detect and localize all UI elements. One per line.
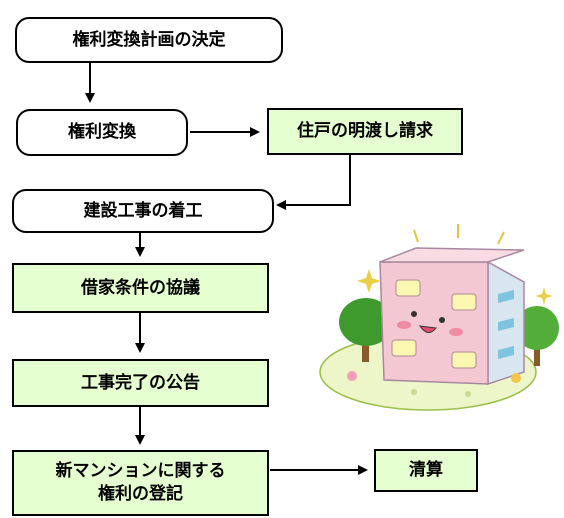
step-label: 工事完了の公告 <box>81 372 200 393</box>
step-lease-terms-negotiation: 借家条件の協議 <box>12 263 269 313</box>
step-label: 借家条件の協議 <box>81 277 200 298</box>
step-rights-conversion: 権利変換 <box>16 109 188 156</box>
step-label: 住戸の明渡し請求 <box>297 121 433 142</box>
step-label: 建設工事の着工 <box>83 200 203 221</box>
step-new-condo-rights-registration: 新マンションに関する 権利の登記 <box>12 450 269 516</box>
step-label-line1: 新マンションに関する <box>55 461 226 482</box>
step-label-line2: 権利の登記 <box>98 484 183 504</box>
step-label: 権利変換 <box>68 122 136 143</box>
step-settlement: 清算 <box>374 449 478 492</box>
step-rights-conversion-plan-decision: 権利変換計画の決定 <box>15 17 283 63</box>
step-label: 権利変換計画の決定 <box>72 29 226 50</box>
step-label: 清算 <box>409 460 443 481</box>
step-construction-start: 建設工事の着工 <box>12 189 274 233</box>
step-dwelling-vacate-request: 住戸の明渡し請求 <box>267 108 463 155</box>
smiling-building-illustration <box>319 224 559 411</box>
arrow-side-to-step3 <box>276 155 351 210</box>
step-construction-completion-notice: 工事完了の公告 <box>12 359 269 407</box>
